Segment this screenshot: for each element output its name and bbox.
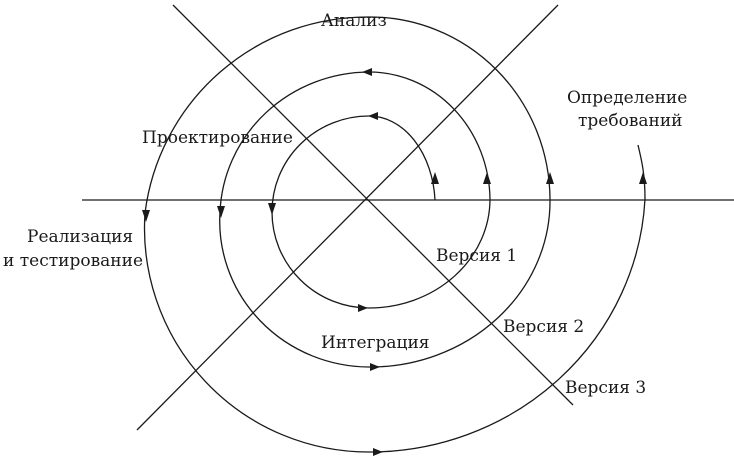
diagonal-axis-falling (172, 4, 574, 406)
spiral-path (143, 16, 646, 453)
label-version-1: Версия 1 (436, 246, 517, 266)
label-design: Проектирование (142, 128, 293, 148)
label-version-2: Версия 2 (503, 317, 584, 337)
arrow-down-middle-left-icon (217, 206, 225, 218)
label-implementation-line1: Реализация (27, 227, 133, 247)
label-version-3: Версия 3 (565, 378, 646, 398)
arrow-down-inner-left-icon (268, 203, 276, 215)
arrow-left-inner-top-icon (368, 112, 378, 120)
arrow-up-v3-start-icon (546, 172, 554, 184)
arrow-right-outer-bottom-icon (373, 448, 383, 456)
label-requirements-line2: требований (578, 111, 683, 131)
arrow-up-v2-start-icon (483, 172, 491, 184)
diagonal-axis-rising (136, 4, 559, 431)
label-integration: Интеграция (321, 333, 430, 353)
arrow-right-middle-bottom-icon (370, 363, 380, 371)
arrow-up-outer-right-icon (639, 172, 647, 184)
arrow-right-inner-bottom-icon (358, 304, 368, 312)
arrow-left-middle-top-icon (362, 68, 372, 76)
label-analysis: Анализ (321, 11, 387, 31)
label-implementation-line2: и тестирование (3, 251, 143, 271)
label-requirements-line1: Определение (567, 88, 687, 108)
arrow-up-v1-start-icon (431, 172, 439, 184)
arrow-down-outer-left-icon (142, 210, 150, 222)
